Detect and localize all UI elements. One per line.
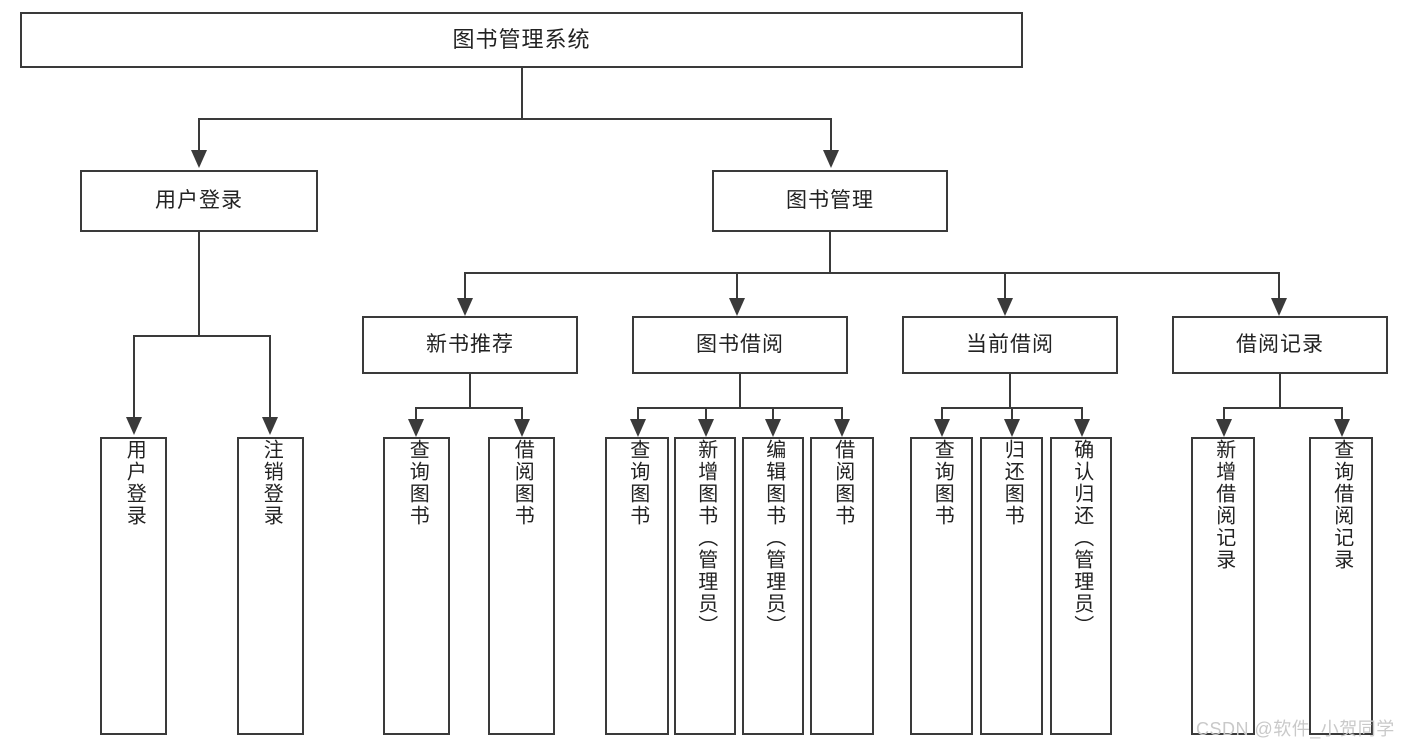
connector-book-borrow-bus xyxy=(637,407,841,409)
node-leaf-confirm-return[interactable]: 确认归还（管理员） xyxy=(1050,437,1112,735)
connector-borrow-record-bus xyxy=(1223,407,1341,409)
connector-level3-bus xyxy=(464,272,1280,274)
arrow-to-leaf-return-book xyxy=(1004,419,1020,437)
connector-to-book-manage xyxy=(830,118,832,152)
node-leaf-user-login[interactable]: 用户登录 xyxy=(100,437,167,735)
node-leaf-borrow-book-2-label: 借阅图书 xyxy=(831,439,854,527)
node-leaf-return-book[interactable]: 归还图书 xyxy=(980,437,1043,735)
connector-to-leaf-return-book xyxy=(1011,407,1013,421)
connector-to-leaf-user-login xyxy=(133,335,135,419)
connector-to-leaf-query-book-3 xyxy=(941,407,943,421)
arrow-to-leaf-user-login xyxy=(126,417,142,435)
connector-new-book-rec-stem xyxy=(469,374,471,407)
arrow-to-leaf-add-record xyxy=(1216,419,1232,437)
connector-to-leaf-query-book-2 xyxy=(637,407,639,421)
node-current-borrow[interactable]: 当前借阅 xyxy=(902,316,1118,374)
arrow-to-leaf-logout xyxy=(262,417,278,435)
node-root[interactable]: 图书管理系统 xyxy=(20,12,1023,68)
arrow-to-leaf-add-book xyxy=(698,419,714,437)
node-leaf-user-login-label: 用户登录 xyxy=(123,439,146,527)
connector-to-new-book-rec xyxy=(464,272,466,300)
connector-to-leaf-add-record xyxy=(1223,407,1225,421)
node-current-borrow-label: 当前借阅 xyxy=(966,333,1054,357)
node-book-manage[interactable]: 图书管理 xyxy=(712,170,948,232)
connector-to-current-borrow xyxy=(1004,272,1006,300)
arrow-to-leaf-borrow-book-1 xyxy=(514,419,530,437)
arrow-to-leaf-query-record xyxy=(1334,419,1350,437)
node-leaf-query-book-2-label: 查询图书 xyxy=(626,439,649,527)
arrow-to-leaf-query-book-3 xyxy=(934,419,950,437)
connector-to-leaf-borrow-book-2 xyxy=(841,407,843,421)
connector-to-leaf-confirm-return xyxy=(1081,407,1083,421)
arrow-to-leaf-query-book-1 xyxy=(408,419,424,437)
node-leaf-query-book-2[interactable]: 查询图书 xyxy=(605,437,669,735)
connector-to-leaf-query-book-1 xyxy=(415,407,417,421)
connector-borrow-record-stem xyxy=(1279,374,1281,407)
node-borrow-record[interactable]: 借阅记录 xyxy=(1172,316,1388,374)
connector-root-stem xyxy=(521,68,523,118)
arrow-to-leaf-query-book-2 xyxy=(630,419,646,437)
node-leaf-query-book-3-label: 查询图书 xyxy=(931,439,954,527)
node-new-book-rec[interactable]: 新书推荐 xyxy=(362,316,578,374)
node-user-login[interactable]: 用户登录 xyxy=(80,170,318,232)
watermark: CSDN @软件_小贺同学 xyxy=(1196,719,1395,739)
connector-level2-bus xyxy=(198,118,832,120)
node-leaf-borrow-book-1-label: 借阅图书 xyxy=(511,439,534,527)
arrow-to-current-borrow xyxy=(997,298,1013,316)
node-leaf-logout-label: 注销登录 xyxy=(260,439,283,527)
node-leaf-add-record-label: 新增借阅记录 xyxy=(1212,439,1235,571)
node-book-manage-label: 图书管理 xyxy=(786,189,874,213)
connector-user-login-stem xyxy=(198,232,200,335)
node-leaf-query-record-label: 查询借阅记录 xyxy=(1330,439,1353,571)
node-leaf-confirm-return-label: 确认归还（管理员） xyxy=(1070,439,1093,637)
node-leaf-add-book-label: 新增图书（管理员） xyxy=(694,439,717,637)
node-book-borrow-label: 图书借阅 xyxy=(696,333,784,357)
connector-to-book-borrow xyxy=(736,272,738,300)
connector-to-leaf-borrow-book-1 xyxy=(521,407,523,421)
node-book-borrow[interactable]: 图书借阅 xyxy=(632,316,848,374)
arrow-to-borrow-record xyxy=(1271,298,1287,316)
connector-to-leaf-logout xyxy=(269,335,271,419)
connector-book-borrow-stem xyxy=(739,374,741,407)
node-leaf-query-book-1-label: 查询图书 xyxy=(406,439,429,527)
node-leaf-borrow-book-2[interactable]: 借阅图书 xyxy=(810,437,874,735)
node-leaf-return-book-label: 归还图书 xyxy=(1001,439,1024,527)
node-leaf-borrow-book-1[interactable]: 借阅图书 xyxy=(488,437,555,735)
connector-to-leaf-query-record xyxy=(1341,407,1343,421)
node-leaf-query-book-3[interactable]: 查询图书 xyxy=(910,437,973,735)
node-root-label: 图书管理系统 xyxy=(452,26,591,52)
connector-new-book-rec-bus xyxy=(415,407,523,409)
arrow-to-book-borrow xyxy=(729,298,745,316)
node-leaf-add-record[interactable]: 新增借阅记录 xyxy=(1191,437,1255,735)
connector-to-borrow-record xyxy=(1278,272,1280,300)
node-user-login-label: 用户登录 xyxy=(155,189,243,213)
connector-user-login-bus xyxy=(133,335,270,337)
node-leaf-query-book-1[interactable]: 查询图书 xyxy=(383,437,450,735)
arrow-to-user-login xyxy=(191,150,207,168)
connector-to-leaf-add-book xyxy=(705,407,707,421)
arrow-to-leaf-borrow-book-2 xyxy=(834,419,850,437)
arrow-to-leaf-edit-book xyxy=(765,419,781,437)
node-leaf-query-record[interactable]: 查询借阅记录 xyxy=(1309,437,1373,735)
connector-to-leaf-edit-book xyxy=(772,407,774,421)
node-leaf-add-book[interactable]: 新增图书（管理员） xyxy=(674,437,736,735)
connector-to-user-login xyxy=(198,118,200,152)
arrow-to-book-manage xyxy=(823,150,839,168)
arrow-to-leaf-confirm-return xyxy=(1074,419,1090,437)
node-leaf-edit-book-label: 编辑图书（管理员） xyxy=(762,439,785,637)
arrow-to-new-book-rec xyxy=(457,298,473,316)
connector-current-borrow-stem xyxy=(1009,374,1011,407)
node-borrow-record-label: 借阅记录 xyxy=(1236,333,1324,357)
node-leaf-edit-book[interactable]: 编辑图书（管理员） xyxy=(742,437,804,735)
connector-book-manage-stem xyxy=(829,232,831,272)
node-new-book-rec-label: 新书推荐 xyxy=(426,333,514,357)
node-leaf-logout[interactable]: 注销登录 xyxy=(237,437,304,735)
